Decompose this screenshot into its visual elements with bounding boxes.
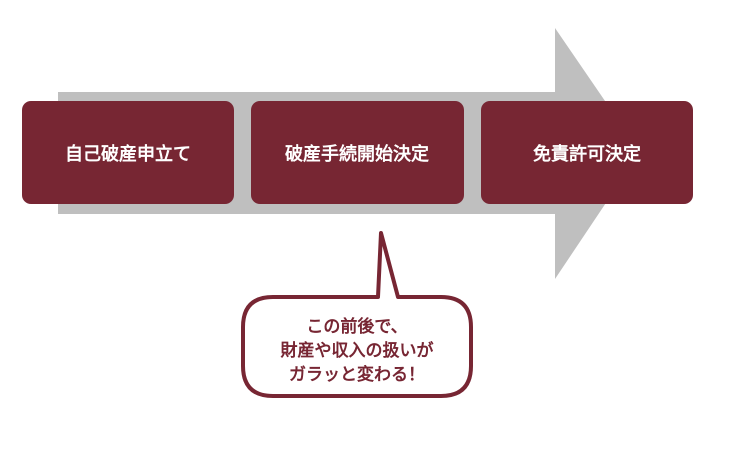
callout-bubble: この前後で、 財産や収入の扱いが ガラッと変わる！ <box>241 231 473 398</box>
step-box-2: 破産手続開始決定 <box>251 101 464 204</box>
step-box-1: 自己破産申立て <box>22 101 234 204</box>
callout-line-3: ガラッと変わる！ <box>289 364 425 385</box>
step-box-3: 免責許可決定 <box>481 101 693 204</box>
step-label-2: 破産手続開始決定 <box>285 143 429 165</box>
step-label-1: 自己破産申立て <box>65 143 191 165</box>
callout-line-1: この前後で、 <box>306 316 407 337</box>
callout-line-2: 財産や収入の扱いが <box>280 340 434 361</box>
step-label-3: 免責許可決定 <box>533 143 641 165</box>
